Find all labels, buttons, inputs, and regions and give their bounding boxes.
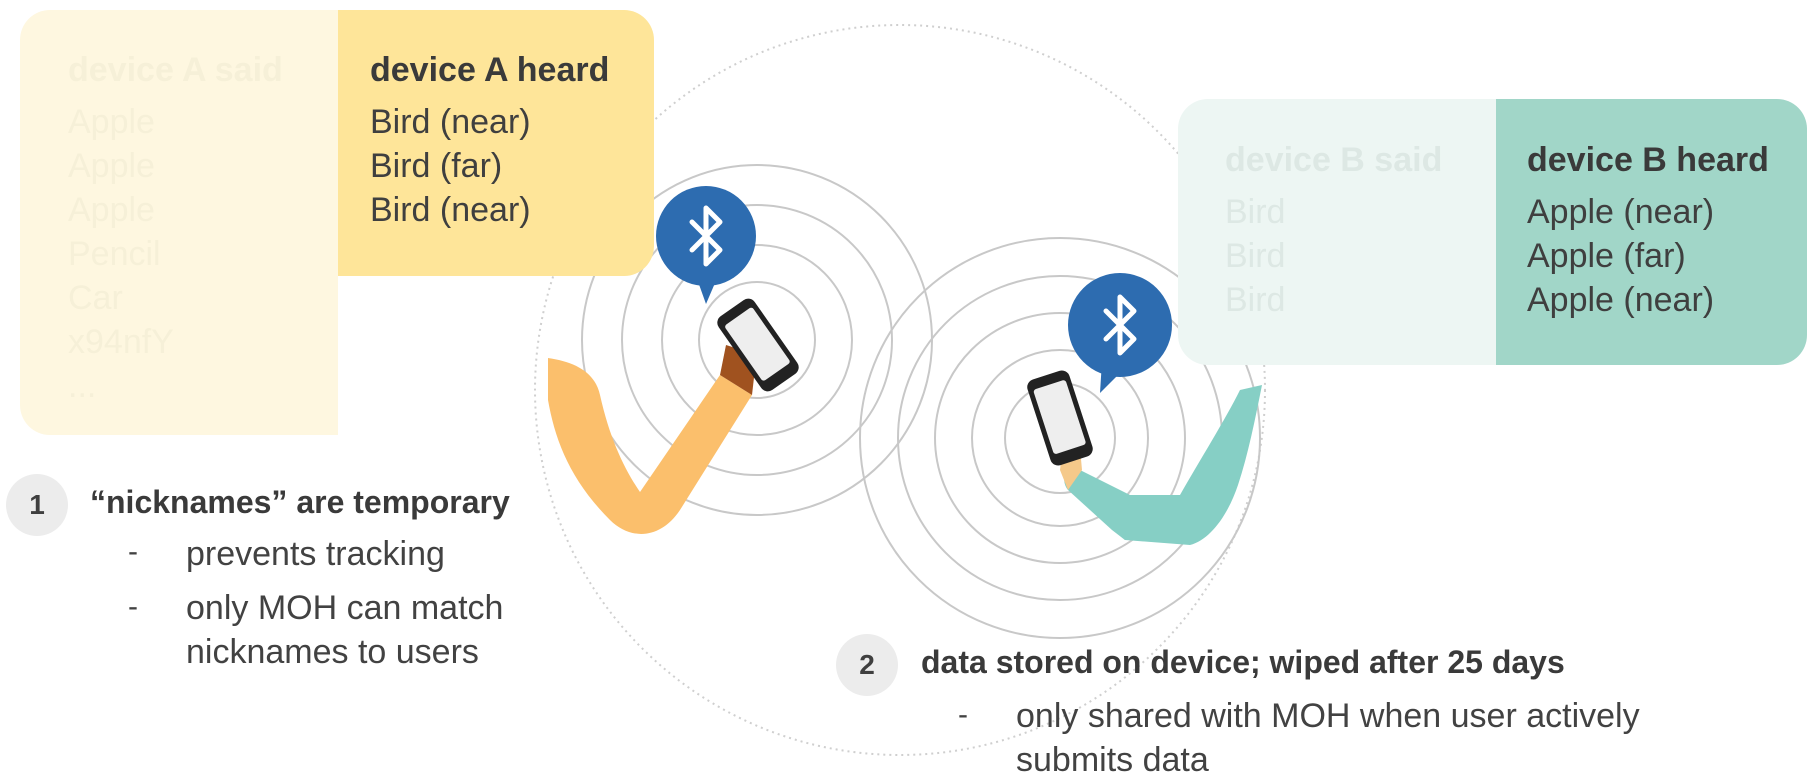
phone-b-icon <box>1027 370 1093 466</box>
note-1-bullet-2-line-2: nicknames to users <box>186 633 479 671</box>
device-a-said-item: x94nfY <box>68 323 174 361</box>
device-a-heard-header: device A heard <box>370 51 610 89</box>
device-b-heard-item: Apple (near) <box>1527 193 1715 231</box>
step-number-badge: 1 <box>6 474 68 536</box>
device-a-said-header: device A said <box>68 51 283 89</box>
note-2-bullet-1-line-1: only shared with MOH when user actively <box>1016 697 1640 735</box>
device-a-said-column: device A said Apple Apple Apple Pencil C… <box>68 48 283 408</box>
device-b-said-item: Bird <box>1225 281 1286 319</box>
device-b-heard-item: Apple (near) <box>1527 281 1715 319</box>
note-2-title: data stored on device; wiped after 25 da… <box>921 644 1565 680</box>
note-1-bullet-2: only MOH can match nicknames to users <box>186 586 503 674</box>
device-b-heard-header: device B heard <box>1527 141 1769 179</box>
device-b-said-item: Bird <box>1225 237 1286 275</box>
bluetooth-icon <box>1068 273 1172 393</box>
range-dotted-circle <box>534 24 1266 756</box>
device-b-said-header: device B said <box>1225 141 1443 179</box>
device-a-said-card <box>20 10 338 435</box>
device-a-heard-column: device A heard Bird (near) Bird (far) Bi… <box>370 48 609 232</box>
device-a-heard-item: Bird (near) <box>370 191 531 229</box>
note-2-bullet-1-line-2: submits data <box>1016 741 1209 779</box>
note-1-bullet-1: prevents tracking <box>186 535 445 573</box>
device-a-said-item: Apple <box>68 103 155 141</box>
phone-a-icon <box>717 298 799 392</box>
note-1-title: “nicknames” are temporary <box>90 484 510 520</box>
bullet-dash: - <box>128 590 138 623</box>
device-b-said-card <box>1178 99 1496 365</box>
device-b-heard-column: device B heard Apple (near) Apple (far) … <box>1527 138 1769 322</box>
step-number-badge: 2 <box>836 634 898 696</box>
arm-a-illustration <box>548 345 756 534</box>
device-a-said-item: Apple <box>68 147 155 185</box>
device-a-heard-item: Bird (far) <box>370 147 503 185</box>
device-a-said-item: Apple <box>68 191 155 229</box>
device-a-said-item: Pencil <box>68 235 161 273</box>
note-2-bullet-1: only shared with MOH when user actively … <box>1016 694 1640 782</box>
bullet-dash: - <box>958 698 968 731</box>
device-b-said-item: Bird <box>1225 193 1286 231</box>
device-b-heard-card <box>1496 99 1807 365</box>
note-1-bullet-2-line-1: only MOH can match <box>186 589 504 627</box>
bluetooth-icon <box>656 186 756 304</box>
device-a-heard-card <box>338 10 654 276</box>
bullet-dash: - <box>128 535 138 568</box>
device-a-said-item: Car <box>68 279 123 317</box>
device-a-heard-item: Bird (near) <box>370 103 531 141</box>
device-a-said-item: ... <box>68 367 97 405</box>
device-b-heard-item: Apple (far) <box>1527 237 1686 275</box>
arm-b-illustration <box>1060 385 1262 545</box>
device-b-said-column: device B said Bird Bird Bird <box>1225 138 1442 322</box>
